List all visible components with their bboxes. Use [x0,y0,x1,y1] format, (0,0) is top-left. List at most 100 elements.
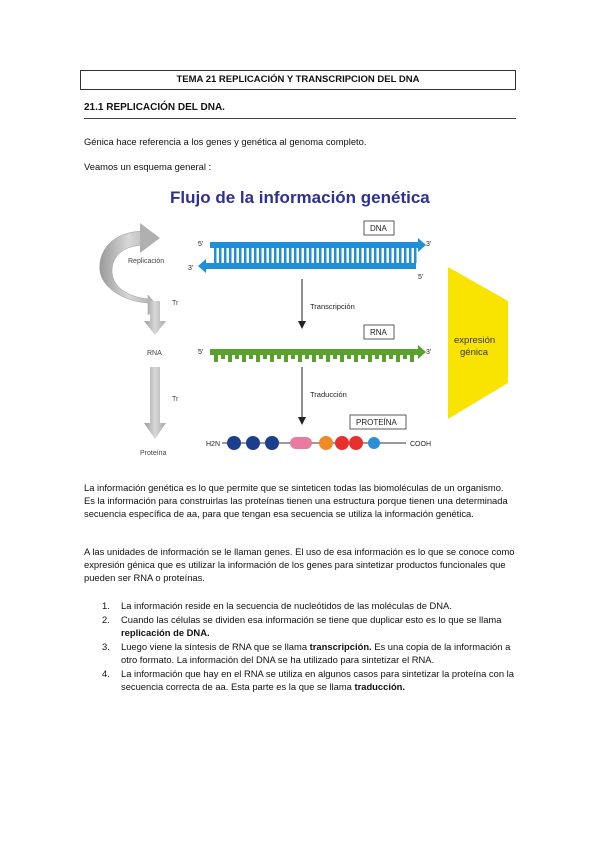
dna-base-pair [389,248,392,263]
rna-base [277,355,281,359]
dna-base-pair [364,248,367,263]
rna-base [249,355,253,359]
list-item: 4. La información que hay en el RNA se u… [102,667,516,693]
rna-base [347,355,351,359]
rna-bases [214,355,414,362]
replication-arrowhead [140,223,160,253]
label-proteina-left: Proteína [140,450,167,457]
rna-base [333,355,337,359]
dna-base-pair [219,248,222,263]
down-arrow-transcription [144,301,166,335]
dna-base-pair [399,248,402,263]
protein-box-label: PROTEÍNA [356,418,398,427]
rna-base [368,355,372,362]
dna-base-pair [369,248,372,263]
topic-title: TEMA 21 REPLICACIÓN Y TRANSCRIPCION DEL … [80,70,516,90]
dna-base-pair [269,248,272,263]
rna-base [389,355,393,359]
rna-base [270,355,274,362]
dna-base-pair [244,248,247,263]
rna-base [312,355,316,362]
dna-top-strand [210,242,418,248]
list-item-bold: transcripción. [309,641,372,652]
list-item-text: La información reside en la secuencia de… [121,600,452,611]
rna-base [382,355,386,362]
dna-base-pair [314,248,317,263]
dna-base-pair [304,248,307,263]
dna-bottom-strand-arrowhead [198,259,206,273]
list-item: 2. Cuando las células se dividen esa inf… [102,613,516,639]
rna-base [340,355,344,362]
rna-base [256,355,260,362]
dna-box-label: DNA [370,224,388,233]
dna-base-pair [344,248,347,263]
dna-base-pair [324,248,327,263]
dna-bottom-5-end: 5' [418,274,423,281]
dna-base-pair [404,248,407,263]
translation-arrowhead [298,417,306,425]
dna-top-5-end: 5' [198,241,203,248]
dna-base-pair [279,248,282,263]
rna-base [228,355,232,362]
label-transcripcion: Transcripción [310,302,355,311]
list-item-text: Cuando las células se dividen esa inform… [121,614,502,625]
rna-3-end: 3' [426,349,431,356]
amino-acid-3 [265,436,279,450]
flow-diagram: Flujo de la información genética Replica… [99,188,508,457]
dna-base-pair [264,248,267,263]
body-paragraph-2: A las unidades de información se le llam… [84,546,515,583]
body-paragraph-1: La información genética es lo que permit… [84,482,508,519]
rna-base [284,355,288,362]
intro-paragraph-1: Génica hace referencia a los genes y gen… [84,136,367,147]
dna-base-pair [394,248,397,263]
dna-base-pair [359,248,362,263]
dna-base-pair [334,248,337,263]
label-traduccion: Traducción [310,390,347,399]
label-expresion: expresión [454,335,495,346]
rna-base [410,355,414,362]
dna-base-pair [414,248,417,263]
list-item: 1. La información reside en la secuencia… [102,599,516,612]
dna-base-pairs [214,248,417,263]
amino-acid-6 [335,436,349,450]
list-item-bold: traducción. [354,681,405,692]
dna-bottom-strand [206,263,416,269]
label-tr-1: Tr [172,300,179,307]
dna-base-pair [379,248,382,263]
protein-amino-terminus: H2N [206,441,220,448]
numbered-list: 1. La información reside en la secuencia… [102,599,516,694]
protein-box [349,414,407,430]
rna-base [291,355,295,359]
dna-base-pair [229,248,232,263]
rna-base [242,355,246,362]
dna-base-pair [259,248,262,263]
dna-base-pair [249,248,252,263]
rna-5-end: 5' [198,349,203,356]
genetic-information-flow-figure: Flujo de la información genética Replica… [88,183,516,465]
dna-base-pair [339,248,342,263]
rna-base [305,355,309,359]
rna-base [298,355,302,362]
list-item-number: 1. [102,600,110,611]
down-arrow-translation [144,367,166,439]
dna-base-pair [319,248,322,263]
dna-base-pair [274,248,277,263]
dna-base-pair [254,248,257,263]
dna-base-pair [309,248,312,263]
amino-acid-1 [227,436,241,450]
dna-top-3-end: 3' [426,241,431,248]
rna-base [326,355,330,362]
dna-base-pair [214,248,217,263]
label-genica: génica [460,347,489,358]
rna-base [361,355,365,359]
rna-box [363,324,395,340]
rna-strand [210,349,418,355]
rna-base [354,355,358,362]
intro-paragraph-2: Veamos un esquema general : [84,161,212,172]
list-item-number: 2. [102,614,110,625]
dna-base-pair [354,248,357,263]
transcription-arrowhead [298,321,306,329]
label-rna-left: RNA [147,350,162,357]
amino-acid-2 [246,436,260,450]
label-tr-2: Tr [172,396,179,403]
